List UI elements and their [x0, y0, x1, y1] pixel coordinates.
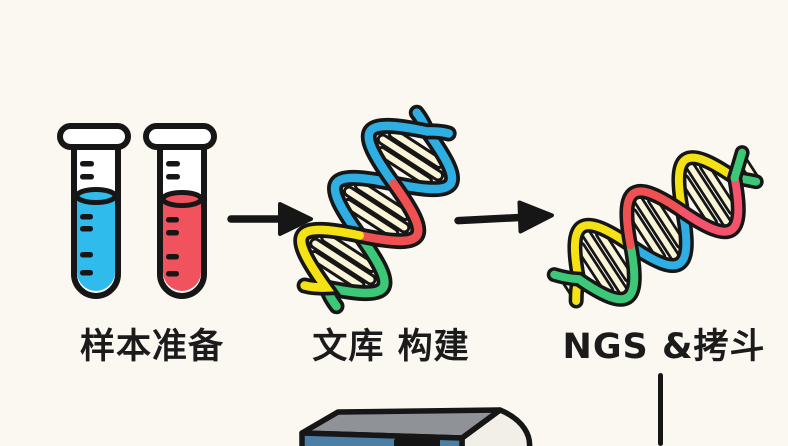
step-label-ngs-sequencing: NGS &拷斗	[562, 327, 766, 367]
flow-connector-line-down	[658, 373, 663, 446]
test-tube-blue	[57, 123, 131, 299]
sequencer-machine-icon	[299, 407, 533, 446]
arrow-right-icon	[227, 202, 313, 236]
test-tubes-icon	[57, 123, 217, 299]
machine-screen	[394, 438, 440, 446]
step-label-sample-preparation: 样本准备	[79, 327, 225, 367]
dna-helix-long-icon	[546, 145, 764, 309]
dna-strand-a	[319, 108, 457, 311]
dna-rungs	[311, 130, 443, 289]
dna-strand-b	[297, 121, 453, 292]
test-tube-red	[143, 123, 217, 299]
step-label-library-construction: 文库 构建	[312, 327, 470, 367]
dna-strand-b	[550, 148, 747, 304]
dna-strand-a	[571, 153, 761, 305]
dna-helix-icon	[293, 104, 460, 315]
machine-side	[459, 407, 533, 446]
arrow-right-icon	[454, 200, 554, 234]
